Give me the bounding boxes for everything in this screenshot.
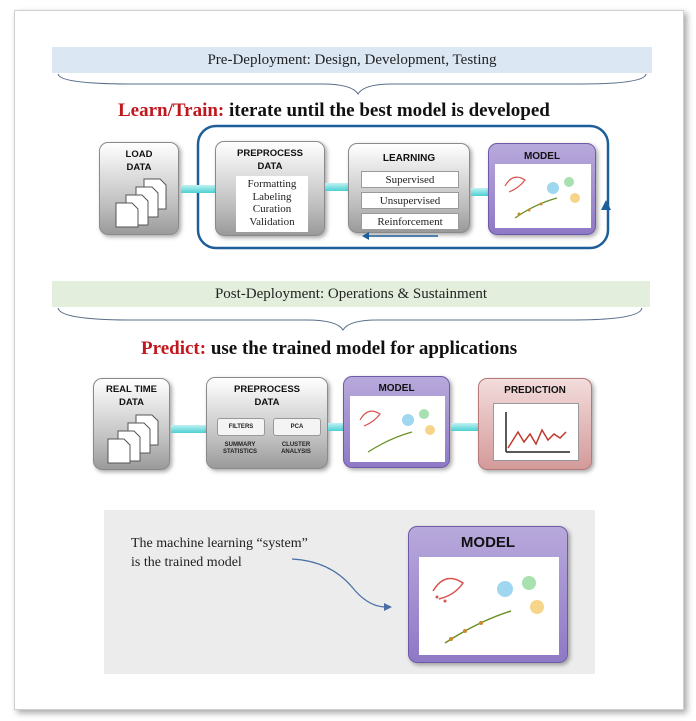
model-box-predict: MODEL [343,376,450,468]
model-title-system: MODEL [460,534,516,551]
arrow-realtime-to-preprocess [171,425,207,433]
arrow-learning-to-model [471,188,489,196]
filters-tag: FILTERS [217,418,265,436]
arrow-load-to-preprocess [181,185,215,193]
learn-train-heading: Learn/Train: iterate until the best mode… [118,100,550,122]
arrow-preprocess-to-model [328,423,344,431]
preprocess-step: Validation [249,215,295,228]
load-data-box: LOAD DATA [99,142,179,235]
predict-text: use the trained model for applications [210,338,518,359]
realtime-data-box: REAL TIME DATA [93,378,170,470]
model-scatter-icon [359,409,435,453]
arrow-feedback-icon [362,232,438,240]
post-deployment-banner: Post-Deployment: Operations & Sustainmen… [52,281,650,307]
preprocess-step: Labeling [252,190,292,203]
preprocess-step: Curation [252,203,292,215]
realtime-data-title: REAL TIME DATA [105,384,158,408]
arrow-preprocess-to-learning [325,183,349,191]
preprocess-data-title: PREPROCESS DATA [237,148,303,172]
model-box-train: MODEL [488,143,596,235]
callout-arrow-icon [291,558,392,611]
post-deployment-label: Post-Deployment: Operations & Sustainmen… [214,285,488,302]
model-visual-system [419,557,559,655]
learning-box: LEARNING Supervised Unsupervised Reinfor… [348,143,470,233]
model-box-system: MODEL [408,526,568,663]
pca-tag: PCA [273,418,321,436]
prediction-title: PREDICTION [504,385,566,396]
summary-statistics-label: SUMMARY STATISTICS [222,442,258,455]
post-deployment-brace [57,307,643,331]
system-callout-text: The machine learning “system” is the tra… [131,536,308,570]
prediction-box: PREDICTION [478,378,592,470]
preprocess-steps-panel: Formatting Labeling Curation Validation [236,176,308,232]
model-scatter-icon [504,176,580,219]
predict-keyword: Predict: [141,338,207,359]
pre-deployment-brace [57,73,647,95]
learning-title: LEARNING [382,153,436,164]
pre-deployment-banner: Pre-Deployment: Design, Development, Tes… [52,47,652,73]
load-data-title: LOAD DATA [125,149,153,173]
model-title-predict: MODEL [378,383,415,394]
learning-method-supervised: Supervised [361,171,459,188]
preprocess-data-box-post: PREPROCESS DATA FILTERS PCA SUMMARY STAT… [206,377,328,469]
cluster-analysis-label: CLUSTER ANALYSIS [281,442,311,455]
documents-icon [107,414,159,464]
learning-method-unsupervised: Unsupervised [361,192,459,209]
learn-train-keyword: Learn/Train: [118,100,225,121]
model-visual-train [495,164,591,228]
preprocess-step: Formatting [247,178,297,190]
learning-method-reinforcement: Reinforcement [361,213,459,230]
learn-train-text: iterate until the best model is develope… [229,100,550,121]
predict-heading: Predict: use the trained model for appli… [141,338,517,360]
model-scatter-icon [432,576,544,644]
model-title-train: MODEL [523,151,561,162]
preprocess-data-title-post: PREPROCESS DATA [234,384,300,408]
arrow-model-to-prediction [451,423,481,431]
prediction-chart-panel [493,403,579,461]
model-visual-predict [350,396,445,462]
preprocess-data-box: PREPROCESS DATA Formatting Labeling Cura… [215,141,325,236]
prediction-chart-icon [505,412,570,453]
documents-icon [115,178,167,228]
pre-deployment-label: Pre-Deployment: Design, Development, Tes… [207,51,497,68]
